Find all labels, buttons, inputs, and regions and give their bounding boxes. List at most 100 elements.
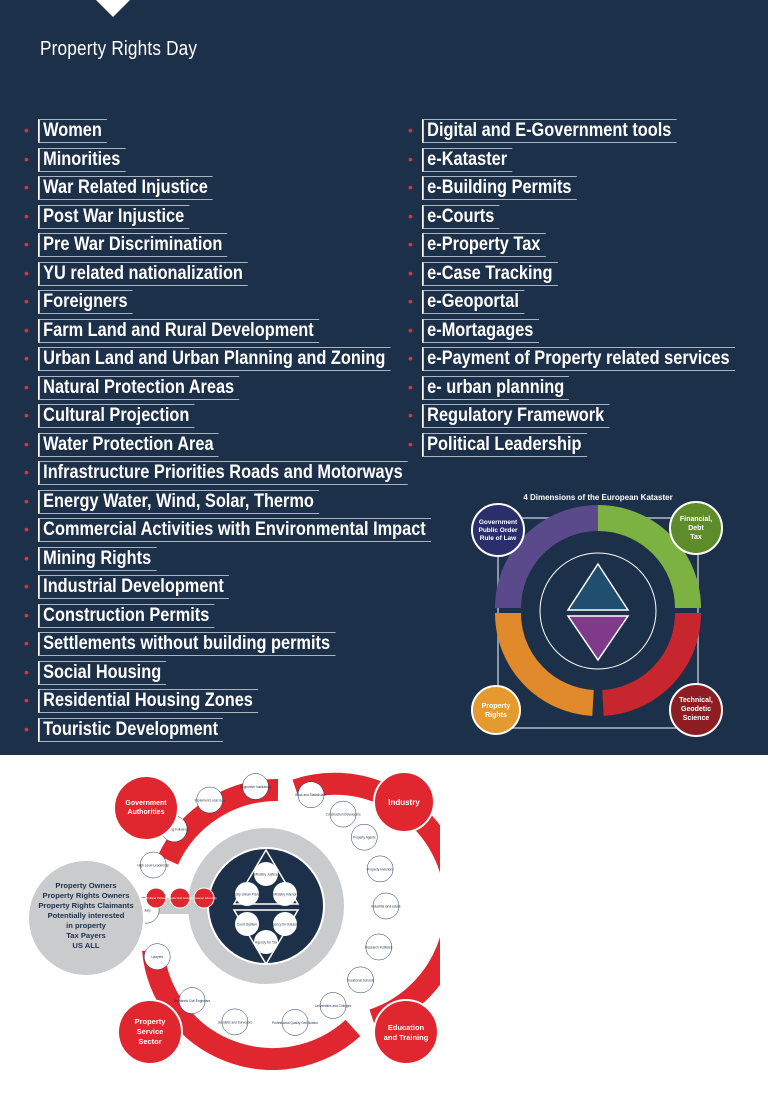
ring-node	[196, 786, 223, 814]
bullet-icon: •	[24, 321, 29, 338]
owners-line: Property Rights Claimants	[38, 901, 133, 910]
bullet-icon: •	[408, 321, 413, 338]
bullet-icon: •	[408, 378, 413, 395]
bullet-icon: •	[408, 350, 413, 366]
egov-tool-label: e- urban planning	[422, 375, 570, 400]
issue-label: Touristic Development	[38, 717, 224, 742]
ring-node	[319, 992, 347, 1019]
ring-node-label: High Level Leadership	[137, 864, 169, 868]
ring-node-label: Vocational Schools	[347, 978, 374, 982]
ring-node-label: Professional Quality Certification	[272, 1021, 318, 1025]
corner-technical-l1: Technical,	[679, 697, 713, 704]
red-ring-right	[292, 772, 440, 1031]
ring-node	[178, 987, 206, 1014]
issue-label: Post War Injustice	[38, 204, 190, 229]
ministry-label: Ministry Justice	[254, 873, 277, 877]
bullet-icon: •	[24, 122, 29, 138]
corner-government-l2: Public Order	[478, 527, 517, 534]
red-dot-label: Media Civil Society	[168, 896, 192, 900]
issue-label: Social Housing	[38, 660, 167, 685]
ring-node-label: Universities and Colleges	[315, 1004, 351, 1008]
triangle-upper	[566, 562, 630, 611]
egov-tool-label: e-Geoportal	[422, 290, 525, 314]
arc-red	[601, 612, 702, 716]
corner-property	[471, 685, 521, 735]
service-sector-circle	[117, 999, 183, 1065]
bullet-icon: •	[24, 663, 29, 680]
ministry-label: Ministry Interior	[273, 893, 297, 897]
issue-label: Water Protection Area	[38, 432, 219, 457]
ring-node-label: Geodetic and Surveyors	[218, 1020, 253, 1024]
corner-technical-l3: Science	[683, 715, 710, 722]
ring-node-label: Construction Developers	[326, 813, 361, 817]
owners-line: Property Rights Owners	[43, 891, 130, 900]
issue-label: Urban Land and Urban Planning and Zoning	[38, 347, 391, 371]
bullet-icon: •	[24, 207, 29, 224]
ministry-node	[273, 912, 297, 936]
egov-tool-label: Regulatory Framework	[422, 404, 610, 428]
corner-financial	[669, 501, 723, 555]
ring-node	[366, 855, 394, 883]
ring-node-label: Monitoring Follow-up	[159, 827, 189, 831]
ring-node-label: Industrial land-estate	[371, 905, 401, 909]
bullet-icon: •	[24, 236, 29, 252]
issue-label: Women	[38, 119, 108, 143]
bullet-icon: •	[24, 578, 29, 594]
ring-node	[281, 1009, 309, 1036]
government-label-l1: Government	[125, 800, 167, 807]
egov-tool-label: e-Mortagages	[422, 318, 539, 343]
corner-government-l3: Rule of Law	[480, 535, 517, 542]
bullet-icon: •	[24, 264, 29, 281]
bullet-icon: •	[24, 464, 29, 480]
ring-node-label: Book and Statisticians	[295, 793, 327, 797]
ministry-label: Agency for Tax	[255, 941, 278, 945]
bullet-icon: •	[24, 492, 29, 509]
corner-government-l1: Government	[479, 519, 518, 526]
issue-label: Cultural Projection	[38, 404, 195, 428]
ministry-node	[254, 930, 278, 954]
ring-node-label: Research Institutes	[365, 946, 393, 950]
arc-orange	[494, 612, 595, 716]
ring-node	[139, 851, 167, 879]
industry-circle	[373, 771, 435, 833]
issue-label: Settlements without building permits	[38, 632, 336, 656]
bullet-icon: •	[24, 435, 29, 452]
issue-label: Residential Housing Zones	[38, 689, 259, 713]
bullet-icon: •	[24, 720, 29, 737]
issue-label: Commercial Activities with Environmental…	[38, 518, 431, 542]
owners-circle	[28, 859, 145, 977]
bullet-icon: •	[408, 407, 413, 423]
corner-technical-l2: Geodetic	[681, 706, 711, 713]
corner-technical	[669, 683, 723, 737]
service-label-l2: Service	[137, 1027, 164, 1036]
ring-node-label: Property Agents	[353, 836, 376, 840]
ring-node-label: Supportive Institutions	[240, 785, 272, 789]
ring-node	[143, 943, 171, 970]
bullet-icon: •	[408, 264, 413, 281]
egov-tool-label: e-Kataster	[422, 147, 513, 172]
ring-node-label: Architects Civil Engineers	[174, 999, 211, 1003]
issue-label: Construction Permits	[38, 603, 215, 628]
ring-node	[242, 773, 269, 800]
bullet-icon: •	[408, 435, 413, 452]
bullet-icon: •	[408, 122, 413, 138]
corner-property-l2: Rights	[485, 712, 507, 719]
red-dot	[193, 887, 215, 909]
red-dot	[169, 887, 191, 909]
issue-label: Infrastructure Priorities Roads and Moto…	[38, 461, 408, 485]
ministry-label: Agency for Kataster	[270, 923, 301, 927]
ring-node-label: Notary	[141, 909, 151, 913]
corner-government	[471, 503, 525, 557]
bullet-icon: •	[24, 407, 29, 423]
education-label-l1: Education	[388, 1023, 425, 1032]
triangle-lower	[566, 615, 630, 662]
ring-node-label: Property Investors	[367, 867, 393, 871]
owners-line: in property	[66, 921, 106, 930]
ministry-node	[235, 912, 259, 936]
government-label-l2: Authorities	[128, 809, 165, 816]
ministry-node	[254, 862, 278, 886]
ministry-node	[273, 882, 297, 906]
issue-label: Foreigners	[38, 290, 133, 314]
egov-tool-label: e-Payment of Property related services	[422, 347, 735, 371]
